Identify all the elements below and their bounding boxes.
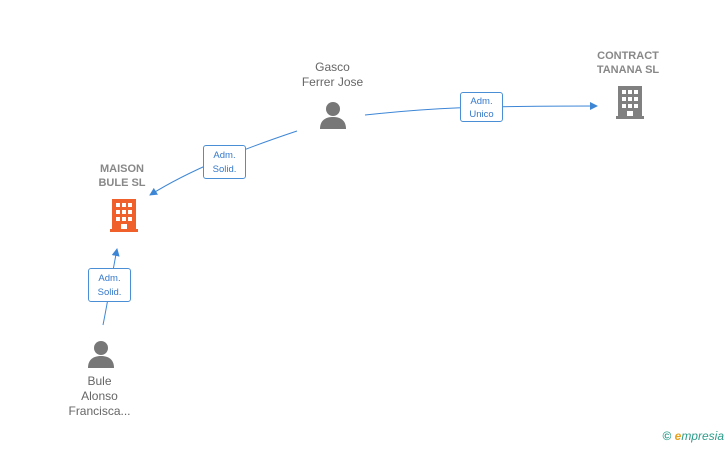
relation-type: Unico — [469, 109, 494, 120]
node-label-maison-bule[interactable]: MAISON BULE SL — [98, 163, 146, 189]
copyright-symbol: © — [662, 429, 672, 443]
node-label-contract-tanana[interactable]: CONTRACT TANANA SL — [596, 50, 660, 76]
relation-badge-adm-solid[interactable]: Adm. Solid. — [88, 268, 131, 302]
person-icon[interactable] — [86, 339, 116, 369]
logo-text: mpresia — [681, 429, 724, 443]
building-icon[interactable] — [614, 84, 646, 120]
relation-role: Adm. — [98, 273, 121, 284]
node-label-bule-alonso[interactable]: Bule Alonso Francisca... — [68, 374, 131, 418]
relation-type: Solid. — [97, 287, 122, 298]
node-label-gasco[interactable]: Gasco Ferrer Jose — [301, 60, 364, 89]
edge-gasco-contract — [364, 102, 598, 116]
relation-role: Adm. — [470, 96, 493, 107]
logo-e: e — [674, 429, 682, 443]
empresia-logo[interactable]: © empresia — [662, 429, 724, 443]
building-icon[interactable] — [108, 197, 140, 233]
person-icon[interactable] — [318, 100, 348, 130]
relation-role: Adm. — [213, 150, 236, 161]
relation-badge-adm-solid[interactable]: Adm. Solid. — [203, 145, 246, 179]
relation-badge-adm-unico[interactable]: Adm. Unico — [460, 92, 503, 122]
relation-type: Solid. — [212, 164, 237, 175]
